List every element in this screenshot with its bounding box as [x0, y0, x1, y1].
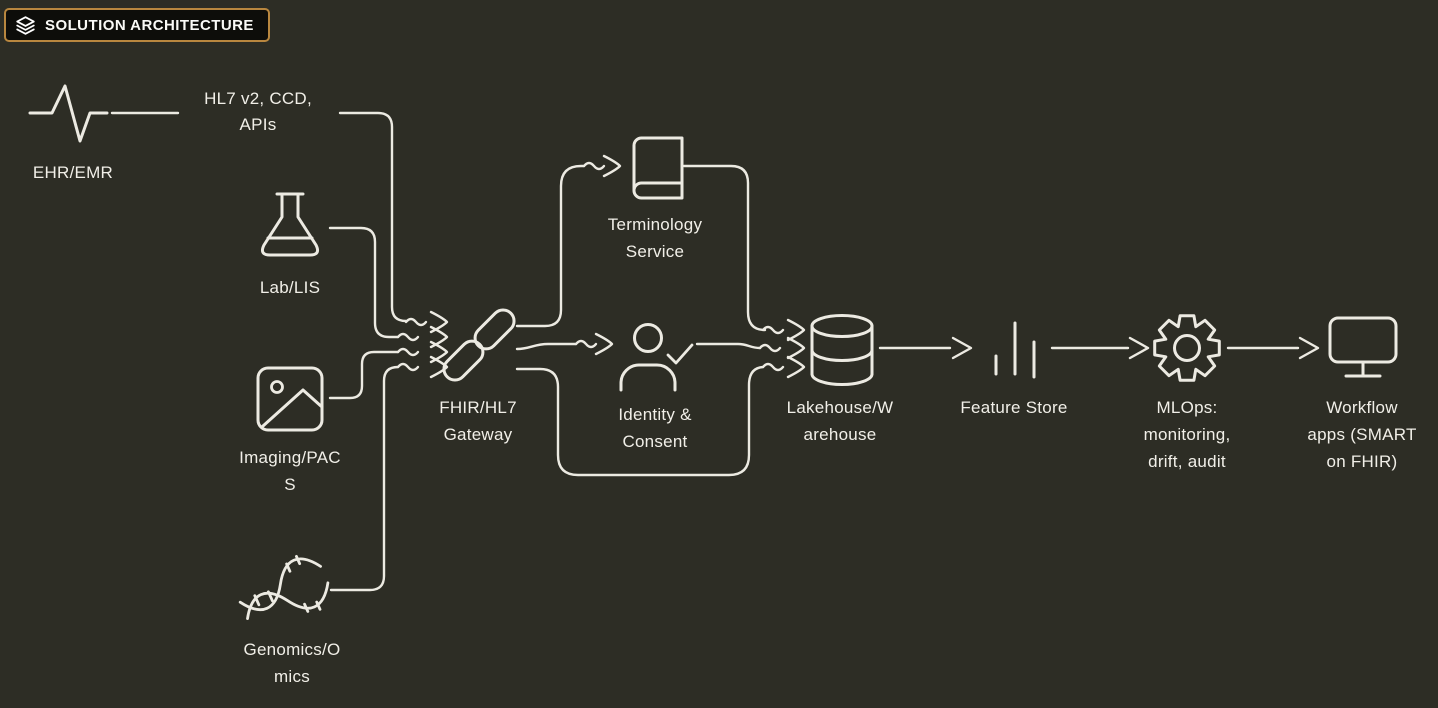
arrowhead: [951, 336, 973, 360]
edge-imaging-to-gateway: [328, 350, 400, 400]
arrowhead: [429, 310, 449, 334]
label-line: Genomics/O: [243, 640, 341, 659]
arrowhead: [1128, 336, 1150, 360]
label-line: Feature Store: [960, 398, 1068, 417]
label-line: MLOps:: [1156, 398, 1218, 417]
book-icon: [632, 136, 684, 200]
label-line: FHIR/HL7: [439, 398, 517, 417]
label-line: Workflow: [1326, 398, 1398, 417]
label-line: Service: [625, 242, 685, 261]
edge-ehr-wave: [404, 317, 428, 327]
label-line: mics: [274, 667, 310, 686]
label-ehr-emr: EHR/EMR: [33, 159, 113, 186]
label-identity-consent: Identity & Consent: [618, 401, 691, 455]
edge-identity-wave: [574, 339, 598, 349]
edge-lakehouse-wave-bottom: [761, 362, 785, 372]
edge-terminology-wave: [582, 161, 606, 171]
arrowhead: [429, 355, 449, 379]
edge-genomics-wave: [396, 362, 420, 372]
layers-icon: [16, 15, 35, 35]
arrowhead: [786, 355, 806, 379]
link-icon: [442, 308, 516, 382]
dna-icon: [238, 554, 330, 621]
user-check-icon: [619, 323, 694, 392]
arrowhead: [786, 336, 806, 360]
label-line: Imaging/PAC: [239, 448, 341, 467]
bars-icon: [994, 321, 1036, 379]
edge-label-hl7: HL7 v2, CCD, APIs: [204, 86, 312, 138]
title-badge: SOLUTION ARCHITECTURE: [4, 8, 270, 42]
image-icon: [256, 366, 324, 432]
label-line: Terminology: [607, 215, 703, 234]
pulse-icon: [28, 84, 109, 143]
arrowhead: [429, 340, 449, 364]
page-title: SOLUTION ARCHITECTURE: [45, 16, 254, 34]
edge-identity-to-lakehouse: [695, 342, 762, 350]
label-line: EHR/EMR: [32, 163, 114, 182]
label-mlops: MLOps: monitoring, drift, audit: [1144, 394, 1231, 475]
monitor-icon: [1328, 316, 1398, 378]
label-feature-store: Feature Store: [960, 394, 1067, 421]
label-lab-lis: Lab/LIS: [260, 274, 320, 301]
label-line: Identity &: [618, 405, 692, 424]
label-line: arehouse: [803, 425, 877, 444]
label-line: Consent: [622, 432, 688, 451]
label-fhir-hl7-gateway: FHIR/HL7 Gateway: [439, 394, 517, 448]
edge-lakehouse-wave-top: [761, 325, 785, 335]
database-icon: [810, 314, 874, 386]
label-terminology-service: Terminology Service: [608, 211, 702, 265]
label-line: APIs: [239, 115, 277, 134]
label-line: Gateway: [443, 425, 513, 444]
label-imaging-pacs: Imaging/PAC S: [239, 444, 341, 498]
arrowhead: [602, 154, 622, 178]
label-line: drift, audit: [1148, 452, 1226, 471]
flask-icon: [261, 192, 319, 257]
gear-icon: [1153, 314, 1221, 382]
label-workflow-apps: Workflow apps (SMART on FHIR): [1307, 394, 1416, 475]
label-lakehouse-warehouse: Lakehouse/W arehouse: [787, 394, 894, 448]
arrowhead: [786, 318, 806, 342]
edge-imaging-wave: [396, 347, 420, 357]
label-genomics-omics: Genomics/O mics: [244, 636, 341, 690]
label-line: Lakehouse/W: [786, 398, 894, 417]
edge-genomics-to-gateway: [329, 365, 400, 592]
edge-lab-wave: [396, 332, 420, 342]
edge-lab-to-gateway: [328, 226, 400, 339]
label-line: Lab/LIS: [259, 278, 321, 297]
edge-ehr-to-gateway-2: [338, 111, 408, 323]
arrowhead: [594, 332, 614, 356]
arrowhead: [429, 325, 449, 349]
label-line: monitoring,: [1143, 425, 1231, 444]
label-line: apps (SMART: [1307, 425, 1417, 444]
label-line: on FHIR): [1326, 452, 1398, 471]
label-line: HL7 v2, CCD,: [204, 89, 312, 108]
arrowhead: [1298, 336, 1320, 360]
edge-lakehouse-wave-mid: [758, 343, 782, 353]
edge-terminology-to-lakehouse: [682, 164, 767, 332]
edge-gateway-to-lakehouse-loop: [515, 365, 765, 477]
edge-gateway-to-terminology: [515, 164, 586, 328]
label-line: S: [284, 475, 296, 494]
edges: [110, 111, 1320, 592]
edge-gateway-to-identity: [515, 342, 578, 351]
